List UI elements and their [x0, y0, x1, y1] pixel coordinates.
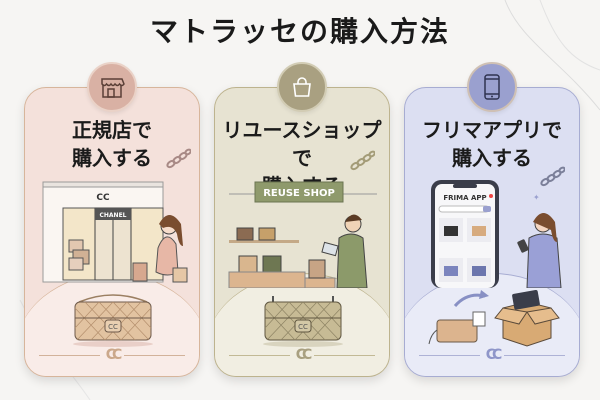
- chain-icon: [166, 148, 191, 169]
- brand-logo: CC: [485, 347, 502, 363]
- brand-logo: CC: [295, 347, 312, 363]
- reuse-shop-scene-illustration: REUSE SHOP: [228, 181, 377, 288]
- brand-divider: CC: [419, 347, 565, 363]
- svg-text:REUSE SHOP: REUSE SHOP: [263, 188, 335, 199]
- card-reuse-shop: リユースショップで 購入する REUSE SHOP CC CC: [214, 87, 390, 377]
- chain-icon: [350, 150, 375, 171]
- brand-divider: CC: [39, 347, 185, 363]
- flea-app-scene-illustration: FRIMA APP ✦: [431, 180, 562, 288]
- badge-shopping-bag: [277, 62, 327, 112]
- store-scene-illustration: CC CHANEL: [42, 181, 188, 283]
- chain-icon: [540, 166, 565, 187]
- shopping-bag-icon: [293, 77, 311, 97]
- card-flea-app: フリマアプリで 購入する FRIMA APP ✦: [404, 87, 580, 377]
- svg-text:CC: CC: [298, 323, 308, 331]
- svg-text:CC: CC: [108, 323, 118, 331]
- badge-storefront: [87, 62, 137, 112]
- svg-text:FRIMA APP: FRIMA APP: [443, 194, 486, 202]
- storefront-icon: [101, 78, 125, 98]
- svg-text:CHANEL: CHANEL: [99, 212, 126, 219]
- svg-text:✦: ✦: [533, 193, 540, 202]
- card-title: フリマアプリで 購入する: [422, 118, 562, 170]
- shipping-box-illustration: [428, 290, 560, 347]
- page-title: マトラッセの購入方法: [149, 15, 450, 48]
- card-official-store: 正規店で 購入する CC CHANEL CC CC: [24, 87, 200, 377]
- quilted-bag-illustration: CC: [73, 294, 153, 347]
- card-title: 正規店で 購入する: [72, 118, 152, 170]
- svg-text:CC: CC: [96, 193, 110, 203]
- smartphone-icon: [484, 74, 500, 100]
- brand-logo: CC: [105, 347, 122, 363]
- quilted-bag-illustration: CC: [263, 296, 343, 347]
- brand-divider: CC: [229, 347, 375, 363]
- badge-smartphone: [467, 62, 517, 112]
